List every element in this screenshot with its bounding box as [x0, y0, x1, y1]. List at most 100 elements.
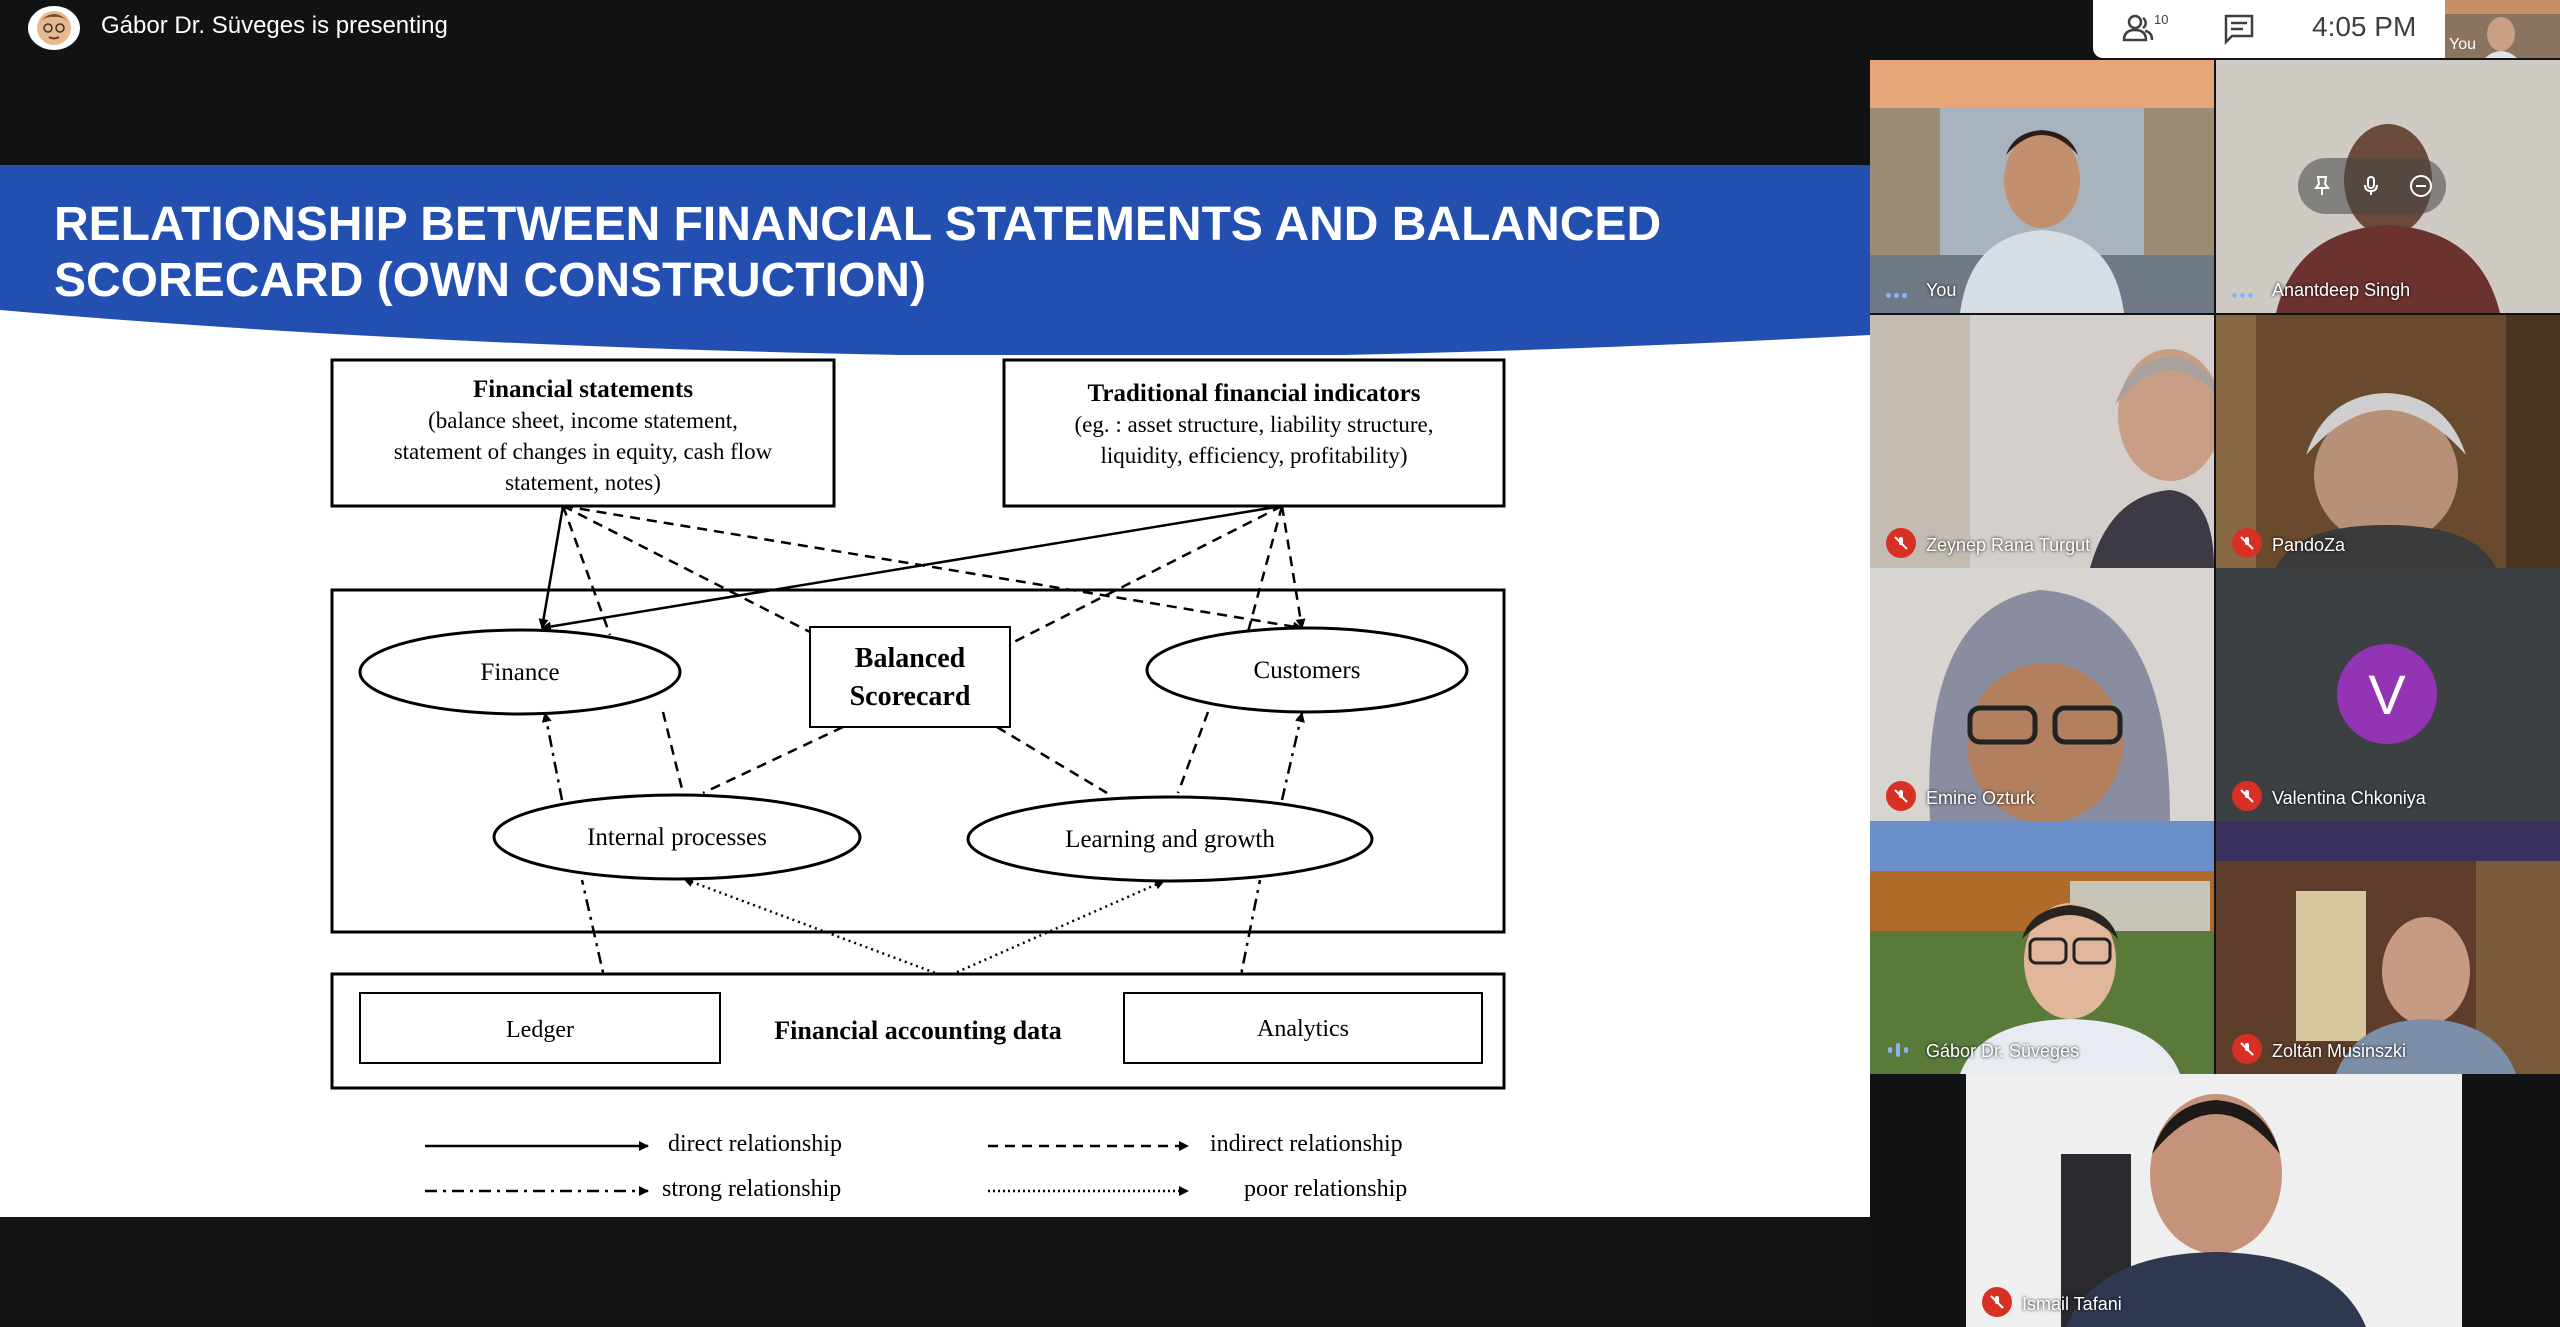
muted-icon — [1886, 781, 1916, 811]
top-bar: Gábor Dr. Süveges is presenting — [0, 0, 2560, 58]
legend-strong-label: strong relationship — [662, 1176, 841, 1202]
presentation-bottom-area — [0, 1217, 1870, 1327]
self-view-label: You — [2449, 36, 2476, 53]
muted-icon — [2232, 528, 2262, 558]
arrow-fs-bsc — [562, 504, 811, 634]
participant-count: 10 — [2154, 12, 2168, 27]
presenter-avatar — [28, 6, 80, 50]
arrow-tfi-customers-dashed — [1246, 505, 1284, 633]
participant-name: Valentina Chkoniya — [2272, 788, 2426, 808]
traditional-indicators-line-1: (eg. : asset structure, liability struct… — [1075, 412, 1434, 437]
financial-statements-line-2: statement of changes in equity, cash flo… — [394, 439, 773, 464]
bsc-frame — [330, 588, 1506, 934]
arrow-fs-finance-dashed — [561, 505, 612, 636]
financial-statements-line-3: statement, notes) — [505, 470, 661, 495]
avatar: V — [2337, 644, 2437, 744]
bsc-diagram: Financial statements (balance sheet, inc… — [330, 358, 1506, 1202]
participant-name: Gábor Dr. Süveges — [1926, 1041, 2080, 1061]
remove-icon[interactable] — [2408, 173, 2434, 199]
legend-poor-label: poor relationship — [1244, 1176, 1407, 1202]
chat-icon — [2224, 14, 2254, 46]
participant-tile-anantdeep-singh[interactable]: Anantdeep Singh — [2216, 60, 2560, 313]
participant-tile-valentina-chkoniya[interactable]: Valentina Chkoniya — [2216, 568, 2560, 821]
line-bsc-internal — [702, 725, 844, 795]
self-view-thumbnail[interactable]: You — [2445, 0, 2560, 58]
arrow-fs-finance — [538, 505, 565, 629]
people-icon: 10 — [2122, 12, 2168, 42]
ledger-label: Ledger — [506, 1017, 574, 1043]
participant-tile-zeynep-rana-turgut[interactable]: Zeynep Rana Turgut — [1870, 315, 2214, 568]
clock: 4:05 PM — [2312, 11, 2417, 42]
meeting-info-widget — [2093, 0, 2445, 58]
bsc-label-line-1: Balanced — [855, 643, 966, 674]
presenter-face-icon — [37, 11, 71, 45]
customers-label: Customers — [1254, 657, 1361, 684]
participant-name: Emine Ozturk — [1926, 788, 2036, 808]
participant-video-pandoza — [2216, 315, 2560, 568]
self-view-video — [2445, 0, 2560, 58]
traditional-indicators-line-2: liquidity, efficiency, profitability) — [1100, 443, 1407, 468]
slide-title-line-2: SCORECARD (OWN CONSTRUCTION) — [54, 254, 926, 307]
participant-tile-ismail-tafani[interactable]: Ismail Tafani — [1966, 1074, 2462, 1327]
bsc-label-line-2: Scorecard — [850, 681, 971, 712]
participant-tile-zoltan-musinszki[interactable]: Zoltán Musinszki — [2216, 821, 2560, 1074]
bsc-box — [809, 626, 1011, 728]
line-finance-internal — [661, 711, 685, 794]
muted-icon — [2232, 1034, 2262, 1064]
arrow-learning-customers — [1280, 712, 1305, 801]
participant-video-anantdeep-singh — [2216, 60, 2560, 313]
participant-video-gabor-suveges — [1870, 821, 2214, 1074]
traditional-indicators-box — [1002, 358, 1506, 508]
internal-processes-ellipse — [492, 793, 862, 881]
muted-icon — [2232, 781, 2262, 811]
people-button[interactable]: 10 — [2121, 10, 2171, 46]
ledger-box — [359, 992, 721, 1064]
chat-button[interactable] — [2222, 12, 2256, 46]
analytics-label: Analytics — [1257, 1016, 1349, 1042]
line-ledger-internal — [580, 879, 609, 991]
customers-ellipse — [1145, 626, 1469, 714]
participant-name: Zeynep Rana Turgut — [1926, 535, 2091, 555]
participant-name: PandoZa — [2272, 535, 2346, 555]
participant-name: You — [1926, 280, 1957, 300]
finance-ellipse — [358, 628, 682, 716]
financial-statements-line-1: (balance sheet, income statement, — [428, 408, 738, 433]
participant-video-zoltan-musinszki — [2216, 821, 2560, 1074]
internal-processes-label: Internal processes — [587, 824, 767, 851]
participant-tile-you[interactable]: You — [1870, 60, 2214, 313]
participant-name: Anantdeep Singh — [2272, 280, 2411, 300]
financial-statements-box — [330, 358, 836, 508]
traditional-indicators-title: Traditional financial indicators — [1088, 380, 1421, 407]
participant-tile-emine-ozturk[interactable]: Emine Ozturk — [1870, 568, 2214, 821]
arrow-tfi-customers — [1280, 505, 1306, 629]
analytics-box — [1123, 992, 1483, 1064]
slide-title-line-1: RELATIONSHIP BETWEEN FINANCIAL STATEMENT… — [54, 198, 1662, 251]
arrow-fad-internal — [683, 877, 947, 979]
presentation-slide: RELATIONSHIP BETWEEN FINANCIAL STATEMENT… — [0, 165, 1870, 1217]
learning-growth-label: Learning and growth — [1065, 826, 1275, 853]
participant-tile-gabor-suveges[interactable]: Gábor Dr. Süveges — [1870, 821, 2214, 1074]
muted-icon — [1886, 528, 1916, 558]
audio-level-indicator — [1886, 285, 1910, 298]
tile-hover-controls — [2298, 158, 2446, 214]
muted-icon — [1982, 1287, 2012, 1317]
participant-tile-pandoza[interactable]: PandoZa — [2216, 315, 2560, 568]
participant-name: Ismail Tafani — [2022, 1294, 2122, 1314]
audio-level-indicator — [2232, 285, 2256, 298]
microphone-icon[interactable] — [2359, 174, 2383, 198]
pin-icon[interactable] — [2310, 174, 2334, 198]
participant-name: Zoltán Musinszki — [2272, 1041, 2407, 1061]
participant-video-ismail-tafani — [1966, 1074, 2462, 1327]
financial-accounting-data-label: Financial accounting data — [774, 1016, 1061, 1045]
line-customers-learning — [1176, 711, 1210, 794]
learning-growth-ellipse — [966, 795, 1374, 883]
participant-video-zeynep-rana-turgut — [1870, 315, 2214, 568]
line-bsc-learning — [996, 725, 1108, 795]
slide-title-banner — [0, 165, 1870, 355]
arrow-tfi-bsc — [1007, 504, 1283, 647]
presenting-status: Gábor Dr. Süveges is presenting — [101, 12, 448, 39]
legend-indirect-label: indirect relationship — [1210, 1131, 1403, 1157]
arrow-fad-learning — [945, 879, 1165, 979]
slide-title: RELATIONSHIP BETWEEN FINANCIAL STATEMENT… — [54, 197, 1754, 309]
arrow-fs-customers — [562, 504, 1303, 632]
